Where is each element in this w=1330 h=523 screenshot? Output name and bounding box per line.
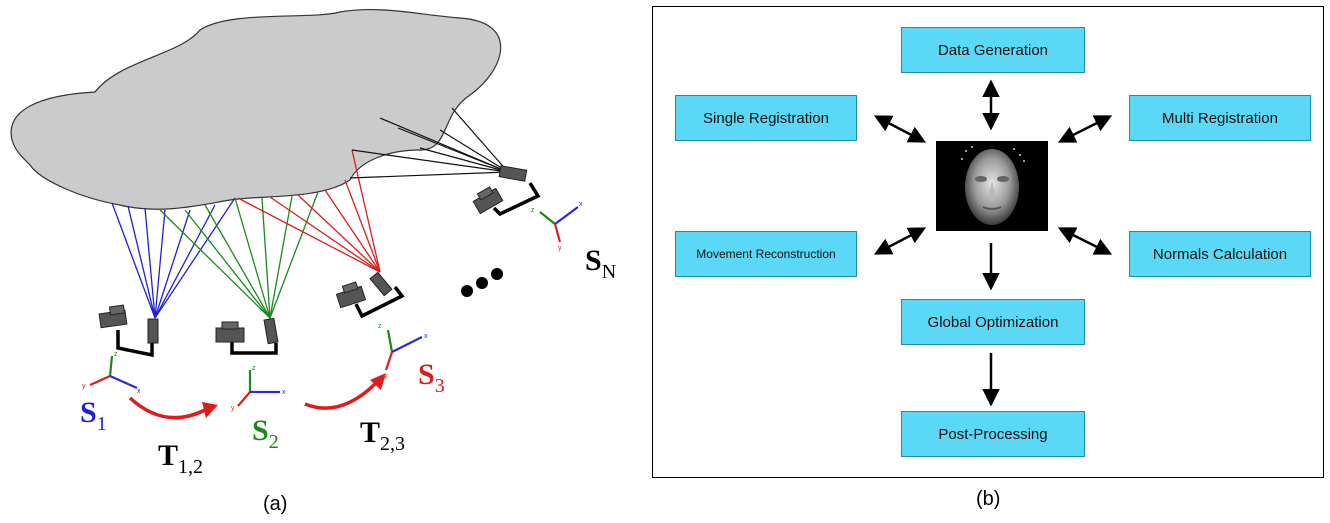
sensor-rig-2 xyxy=(215,317,279,355)
axis-label-x: x xyxy=(282,389,286,396)
arrow-multi-registration xyxy=(1057,115,1113,143)
sensor-rig-1 xyxy=(98,304,159,358)
axis-label-y: y xyxy=(384,373,388,380)
axis-label-z: z xyxy=(531,207,535,214)
caption-b: (b) xyxy=(976,488,1001,510)
transform-label-1-2: T1,2 xyxy=(158,439,203,478)
caption-a: (a) xyxy=(263,493,287,515)
rays-sensor-n xyxy=(349,107,509,179)
coordinate-frame-1 xyxy=(89,355,138,390)
sensor-label-1: S1 xyxy=(80,396,107,435)
data-generation-box: Data Generation xyxy=(901,27,1085,73)
axis-label-x: x xyxy=(137,388,141,395)
rays-sensor-2 xyxy=(159,191,319,319)
multi-registration-box: Multi Registration xyxy=(1129,95,1311,141)
global-optimization-box: Global Optimization xyxy=(901,299,1085,345)
rays-sensor-1 xyxy=(111,197,236,319)
transform-arrow-2-3 xyxy=(304,373,386,410)
axis-label-y: y xyxy=(231,405,235,412)
arrow-movement-reconstruction xyxy=(873,227,927,255)
rays-sensor-3 xyxy=(237,149,381,273)
arrow-normals-calculation xyxy=(1057,227,1113,255)
sensor-label-2: S2 xyxy=(252,414,279,453)
coordinate-frame-3 xyxy=(384,329,423,371)
single-registration-box: Single Registration xyxy=(675,95,857,141)
sensor-label-3: S3 xyxy=(418,358,445,397)
sensor-rig-3 xyxy=(335,271,405,319)
scan-acquisition-diagram: z x y z x y z x y z x y S1 S2 S3 SN T1,2… xyxy=(10,8,616,515)
coordinate-frame-n xyxy=(539,206,579,243)
coordinate-frame-2 xyxy=(237,370,280,407)
transform-label-2-3: T2,3 xyxy=(360,416,405,455)
axis-label-z: z xyxy=(252,365,256,372)
sensor-label-n: SN xyxy=(585,244,616,283)
axis-label-z: z xyxy=(378,323,382,330)
sensor-rig-n xyxy=(472,165,541,217)
axis-label-y: y xyxy=(82,383,86,390)
axis-label-z: z xyxy=(114,351,118,358)
arrow-single-registration xyxy=(873,115,927,143)
face-scan-image xyxy=(936,141,1048,231)
scanned-surface xyxy=(10,8,502,210)
ellipsis-dots xyxy=(461,268,503,297)
axis-label-y: y xyxy=(558,245,562,252)
axis-label-x: x xyxy=(424,333,428,340)
movement-reconstruction-box: Movement Reconstruction xyxy=(675,231,857,277)
axis-label-x: x xyxy=(579,201,583,208)
processing-pipeline-diagram: Data Generation Single Registration Mult… xyxy=(652,6,1324,478)
pipeline-arrows xyxy=(873,79,1113,407)
transform-arrow-1-2 xyxy=(128,396,218,420)
normals-calculation-box: Normals Calculation xyxy=(1129,231,1311,277)
post-processing-box: Post-Processing xyxy=(901,411,1085,457)
